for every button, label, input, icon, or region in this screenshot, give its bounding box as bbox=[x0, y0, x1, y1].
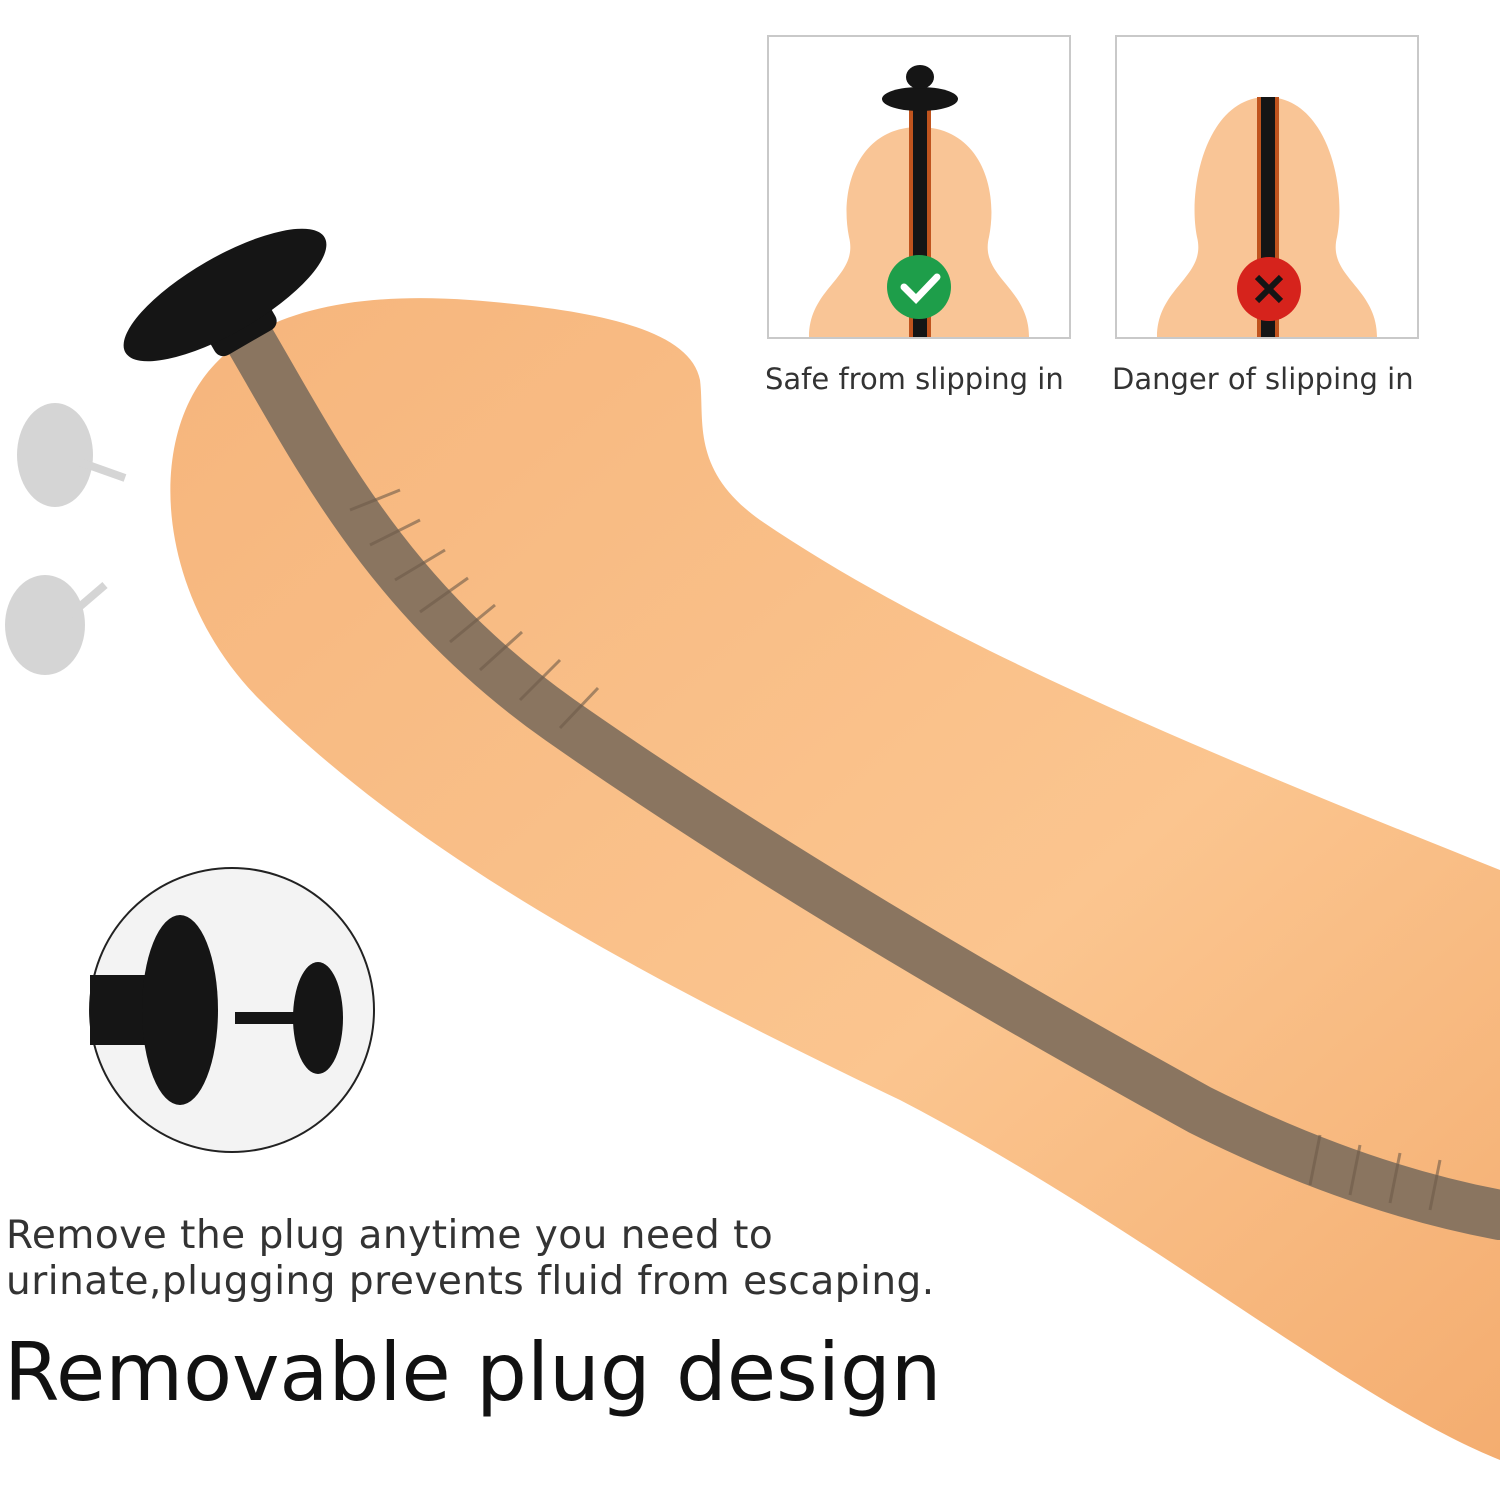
plug-detail-inset bbox=[89, 867, 375, 1153]
safe-panel bbox=[767, 35, 1071, 339]
danger-caption: Danger of slipping in bbox=[1112, 362, 1414, 396]
description-line-2: urinate,plugging prevents fluid from esc… bbox=[6, 1259, 935, 1304]
plug-cap bbox=[123, 228, 327, 362]
check-icon bbox=[887, 255, 951, 319]
tube bbox=[225, 315, 1500, 1240]
danger-panel bbox=[1115, 35, 1419, 339]
description-line-1: Remove the plug anytime you need to bbox=[6, 1213, 774, 1258]
tube-ridges bbox=[349, 488, 1442, 1211]
page-title: Removable plug design bbox=[4, 1326, 942, 1419]
safe-caption: Safe from slipping in bbox=[765, 362, 1064, 396]
cross-icon bbox=[1237, 257, 1301, 321]
detached-plug-ghost bbox=[5, 403, 127, 675]
